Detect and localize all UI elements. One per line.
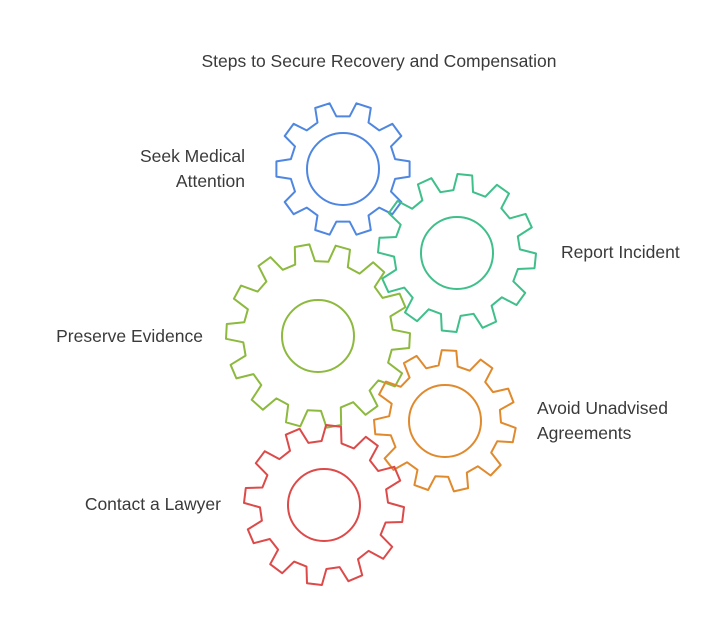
step-label-line: Avoid Unadvised [537,398,669,418]
gear-icon [373,349,517,493]
gear-hub [281,299,355,373]
diagram-title: Steps to Secure Recovery and Compensatio… [201,51,557,71]
step-label-line: Seek Medical [139,146,245,166]
step-label-contact-a-lawyer: Contact a Lawyer [85,492,221,517]
step-label-preserve-evidence: Preserve Evidence [56,324,203,349]
gear-hub [287,468,361,542]
gear-report-incident [377,173,537,333]
gear-icon [275,102,411,236]
gear-icon [377,173,537,333]
gear-icon [225,243,411,429]
step-label-line: Agreements [537,423,632,443]
step-label-report-incident: Report Incident [561,240,680,265]
gear-hub [408,384,482,458]
gear-preserve-evidence [225,243,411,429]
step-label-line: Attention [175,171,245,191]
step-label-avoid-unadvised-agreements: Avoid Unadvised Agreements [537,396,668,446]
step-label-line: Report Incident [561,242,680,262]
gear-avoid-unadvised-agreements [373,349,517,493]
gear-hub [306,132,380,206]
step-label-line: Preserve Evidence [56,326,203,346]
gear-contact-a-lawyer [243,424,405,586]
step-label-line: Contact a Lawyer [84,494,221,514]
gear-hub [420,216,494,290]
step-label-seek-medical-attention: Seek Medical Attention [140,144,245,194]
gear-seek-medical-attention [275,102,411,236]
gear-icon [243,424,405,586]
